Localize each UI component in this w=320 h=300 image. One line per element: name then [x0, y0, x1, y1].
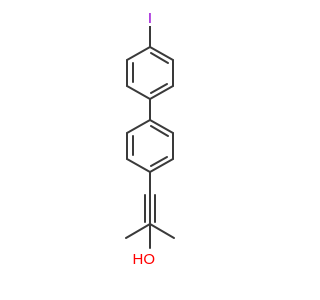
- iodine-label-knockout: [144, 9, 156, 26]
- bond-c7-c8: [149, 119, 174, 134]
- bond-methyl-right: [149, 223, 175, 239]
- bond-c1-c2: [149, 46, 174, 61]
- triple-bond: [144, 192, 156, 225]
- double-bond-inner-2: [150, 83, 168, 94]
- bond-c6-c1: [126, 46, 151, 61]
- bond-methyl-left: [125, 223, 151, 239]
- hydroxyl-atom-label: HO: [133, 251, 156, 268]
- bond-c4-c5: [126, 85, 151, 100]
- double-bond-inner-4: [150, 125, 169, 137]
- bond-c3-c4: [149, 85, 174, 100]
- molecule-structure: I HO: [125, 9, 175, 268]
- bond-c12-c7: [126, 119, 151, 134]
- top-benzene-ring: [126, 46, 174, 100]
- iodine-atom-label: I: [148, 10, 152, 27]
- hydroxyl-label-knockout: [132, 249, 158, 268]
- double-bond-inner-1: [150, 52, 169, 64]
- bond-c9-c10: [149, 158, 174, 173]
- double-bond-inner-5: [150, 156, 168, 167]
- bottom-benzene-ring: [126, 119, 174, 173]
- bond-c10-c11: [126, 158, 151, 173]
